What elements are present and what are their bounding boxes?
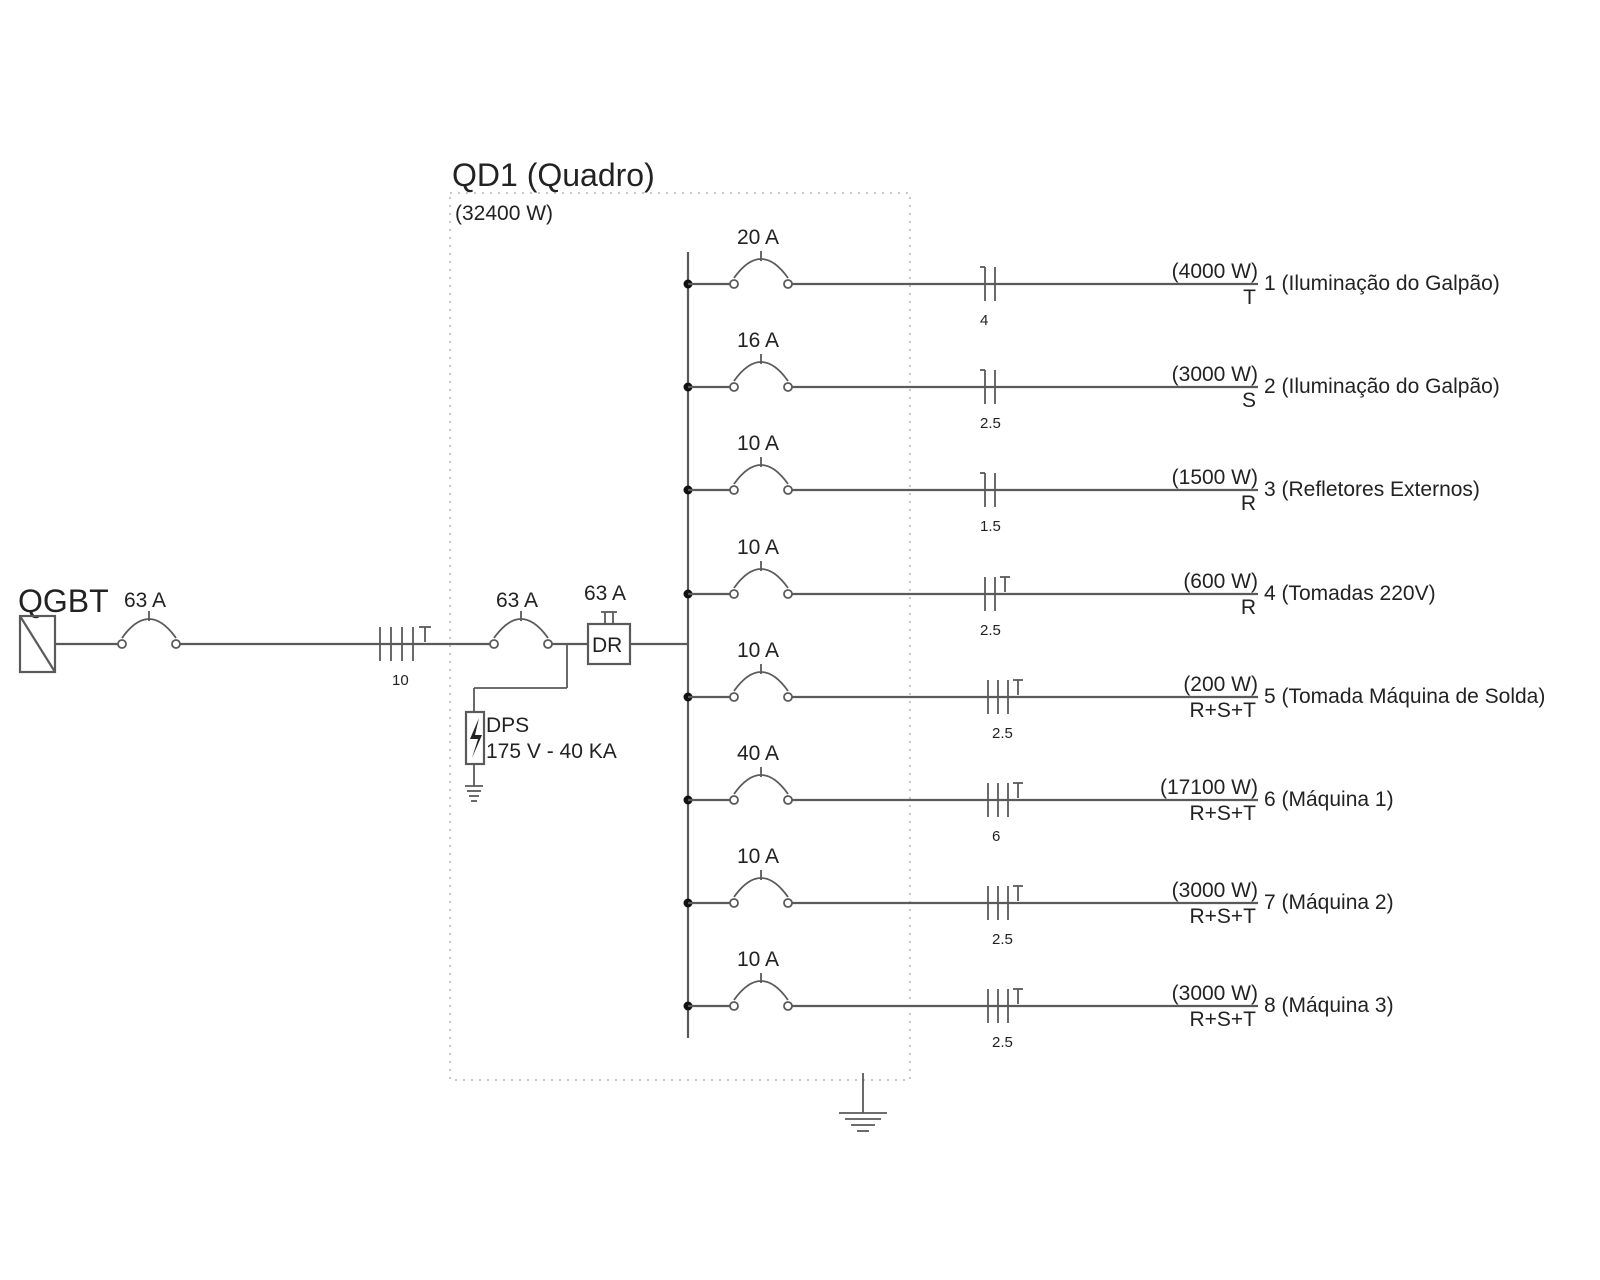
- source-breaker: [117, 611, 181, 649]
- cable-marks: [987, 782, 1023, 817]
- cable-marks: [987, 679, 1023, 714]
- cable-section: 2.5: [980, 622, 1001, 639]
- breaker-rating: 10 A: [737, 432, 779, 455]
- circuit-7: 10 A 2.5 (3000 W) R+S+T 7 (Máquina 2): [683, 845, 1394, 948]
- breaker-rating: 10 A: [737, 845, 779, 868]
- circuit-breaker: [729, 457, 793, 495]
- circuit-power: (1500 W): [1172, 466, 1258, 489]
- circuit-power: (17100 W): [1160, 776, 1258, 799]
- dps-device: [464, 710, 486, 766]
- circuit-label: 2 (Iluminação do Galpão): [1264, 375, 1500, 398]
- circuit-breaker: [729, 664, 793, 702]
- circuit-breaker: [729, 251, 793, 289]
- circuit-label: 6 (Máquina 1): [1264, 788, 1394, 811]
- cable-marks: [987, 885, 1023, 920]
- dps-spec: 175 V - 40 KA: [486, 740, 617, 763]
- circuit-6: 40 A 6 (17100 W) R+S+T 6 (Máquina 1): [683, 742, 1394, 845]
- circuit-breaker: [729, 973, 793, 1011]
- circuit-phase: R: [1241, 492, 1256, 515]
- circuit-label: 8 (Máquina 3): [1264, 994, 1394, 1017]
- breaker-rating: 20 A: [737, 226, 779, 249]
- dps-label: DPS: [486, 714, 529, 737]
- circuit-breaker: [729, 561, 793, 599]
- source-breaker-rating: 63 A: [124, 589, 166, 612]
- panel-power: (32400 W): [455, 202, 553, 225]
- circuit-breaker: [729, 870, 793, 908]
- circuit-power: (3000 W): [1172, 982, 1258, 1005]
- dr-label: DR: [592, 634, 622, 657]
- feeder-cable-marks: [379, 626, 431, 661]
- circuit-phase: R+S+T: [1189, 1008, 1256, 1031]
- lightning-icon: [470, 718, 482, 758]
- main-breaker-rating: 63 A: [496, 589, 538, 612]
- circuit-label: 3 (Refletores Externos): [1264, 478, 1480, 501]
- circuit-phase: T: [1243, 286, 1256, 309]
- circuit-phase: S: [1242, 389, 1256, 412]
- dps-ground-icon: [465, 785, 483, 802]
- breaker-rating: 10 A: [737, 536, 779, 559]
- circuit-label: 5 (Tomada Máquina de Solda): [1264, 685, 1545, 708]
- cable-marks: [980, 472, 996, 507]
- circuit-power: (3000 W): [1172, 363, 1258, 386]
- circuit-breaker: [729, 354, 793, 392]
- circuit-power: (600 W): [1183, 570, 1258, 593]
- circuits-group: 20 A 4 (4000 W) T 1 (Iluminação do Galpão) 16…: [683, 226, 1545, 1051]
- circuit-label: 4 (Tomadas 220V): [1264, 582, 1436, 605]
- circuit-2: 16 A 2.5 (3000 W) S 2 (Iluminação do Galpão): [683, 329, 1500, 432]
- circuit-power: (200 W): [1183, 673, 1258, 696]
- circuit-breaker: [729, 767, 793, 805]
- cable-section: 2.5: [992, 1034, 1013, 1051]
- circuit-phase: R: [1241, 596, 1256, 619]
- circuit-8: 10 A 2.5 (3000 W) R+S+T 8 (Máquina 3): [683, 948, 1394, 1051]
- circuit-label: 1 (Iluminação do Galpão): [1264, 272, 1500, 295]
- breaker-rating: 40 A: [737, 742, 779, 765]
- circuit-phase: R+S+T: [1189, 802, 1256, 825]
- panel-boundary: [449, 192, 911, 1081]
- circuit-1: 20 A 4 (4000 W) T 1 (Iluminação do Galpão): [683, 226, 1500, 329]
- dr-test-symbol: [601, 611, 617, 624]
- main-breaker: [489, 611, 553, 649]
- cable-marks: [980, 369, 996, 404]
- panel-ground-icon: [839, 1112, 887, 1132]
- cable-section: 6: [992, 828, 1000, 845]
- cable-section: 1.5: [980, 518, 1001, 535]
- dr-rating: 63 A: [584, 582, 626, 605]
- breaker-rating: 10 A: [737, 639, 779, 662]
- circuit-power: (3000 W): [1172, 879, 1258, 902]
- panel-title: QD1 (Quadro): [452, 157, 655, 193]
- circuit-label: 7 (Máquina 2): [1264, 891, 1394, 914]
- circuit-phase: R+S+T: [1189, 905, 1256, 928]
- cable-section: 2.5: [980, 415, 1001, 432]
- cable-marks: [987, 988, 1023, 1023]
- breaker-rating: 10 A: [737, 948, 779, 971]
- circuit-5: 10 A 2.5 (200 W) R+S+T 5 (Tomada Máquina de …: [683, 639, 1545, 742]
- cable-marks: [984, 576, 1010, 611]
- circuit-phase: R+S+T: [1189, 699, 1256, 722]
- circuit-power: (4000 W): [1172, 260, 1258, 283]
- breaker-rating: 16 A: [737, 329, 779, 352]
- cable-section: 2.5: [992, 725, 1013, 742]
- cable-marks: [980, 266, 996, 301]
- circuit-3: 10 A 1.5 (1500 W) R 3 (Refletores Externos): [683, 432, 1480, 535]
- feeder-cable-section: 10: [392, 672, 409, 689]
- cable-section: 2.5: [992, 931, 1013, 948]
- source-name: QGBT: [18, 583, 109, 619]
- cable-section: 4: [980, 312, 988, 329]
- circuit-4: 10 A 2.5 (600 W) R 4 (Tomadas 220V): [683, 536, 1436, 639]
